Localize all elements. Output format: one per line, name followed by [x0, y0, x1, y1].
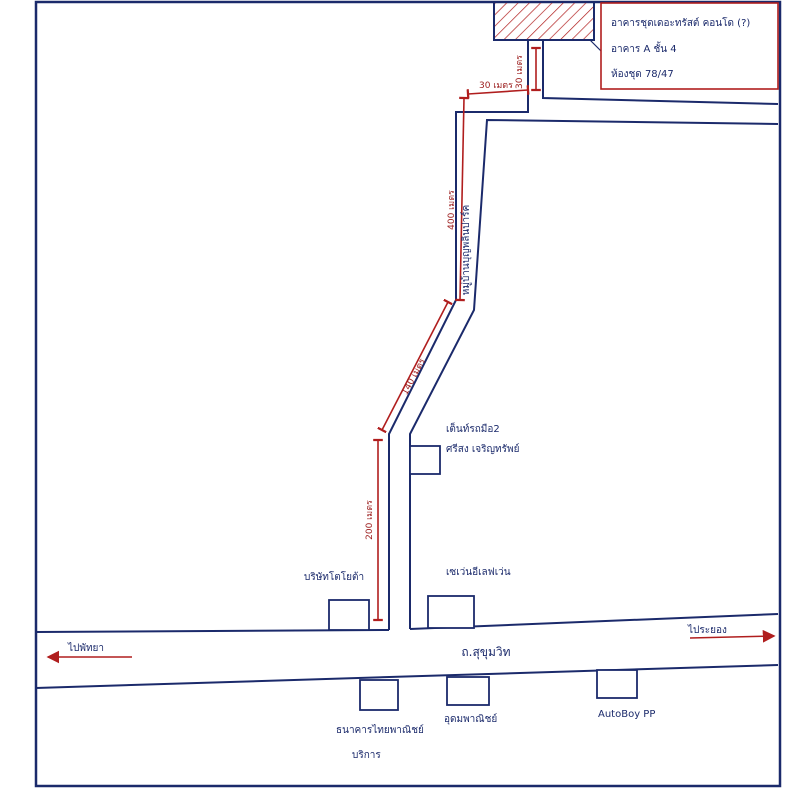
landmark-south-1: [359, 679, 399, 711]
destination-line2: อาคาร A ชั้น 4: [611, 41, 677, 55]
distance-seg3: 400 เมตร: [447, 190, 457, 230]
landmark-mid-side: [409, 445, 441, 475]
landmark-south-3: [596, 669, 638, 699]
map-frame: [34, 0, 782, 788]
landmark-west-north: [328, 599, 370, 631]
side-road-name: หมู่บ้านบุญพลินปาร์ค: [460, 205, 472, 295]
distance-seg4: 30 เมตร: [479, 81, 513, 91]
main-road: [35, 613, 779, 689]
landmark-west-north-label: บริษัทโตโยต้า: [304, 570, 364, 583]
east-direction-label: ไประยอง: [687, 624, 727, 636]
landmark-south-2: [446, 676, 490, 706]
west-direction-label: ไปพัทยา: [67, 642, 104, 654]
landmark-south-3-label: AutoBoy PP: [598, 709, 655, 720]
landmark-south-2-label: อุดมพาณิชย์: [444, 713, 497, 725]
landmark-south-1-label-2: บริการ: [352, 750, 381, 761]
east-direction-arrow: [689, 629, 776, 643]
main-road-name: ถ.สุขุมวิท: [461, 645, 510, 660]
landmark-east-north-label: เซเว่นอีเลฟเว่น: [446, 566, 511, 578]
landmark-mid-side-label-1: เต็นท์รถมือ2: [446, 421, 500, 435]
destination-line1: อาคารชุดเดอะทรัสต์ คอนโด (?): [611, 16, 750, 29]
destination-label: อาคารชุดเดอะทรัสต์ คอนโด (?) อาคาร A ชั้…: [600, 2, 779, 90]
distance-seg2: 140 เมตร: [400, 357, 428, 397]
distance-seg5: 30 เมตร: [515, 55, 525, 89]
landmark-south-1-label-1: ธนาคารไทยพาณิชย์: [336, 724, 424, 736]
landmark-mid-side-label-2: ศรีสง เจริญทรัพย์: [446, 443, 519, 455]
callout-line: [589, 39, 603, 53]
side-road: [388, 40, 779, 630]
destination-building: [493, 1, 595, 41]
landmark-east-north: [427, 595, 475, 629]
distance-markers: [373, 46, 541, 622]
distance-seg1: 200 เมตร: [365, 500, 375, 540]
destination-line3: ห้องชุด 78/47: [611, 68, 674, 80]
